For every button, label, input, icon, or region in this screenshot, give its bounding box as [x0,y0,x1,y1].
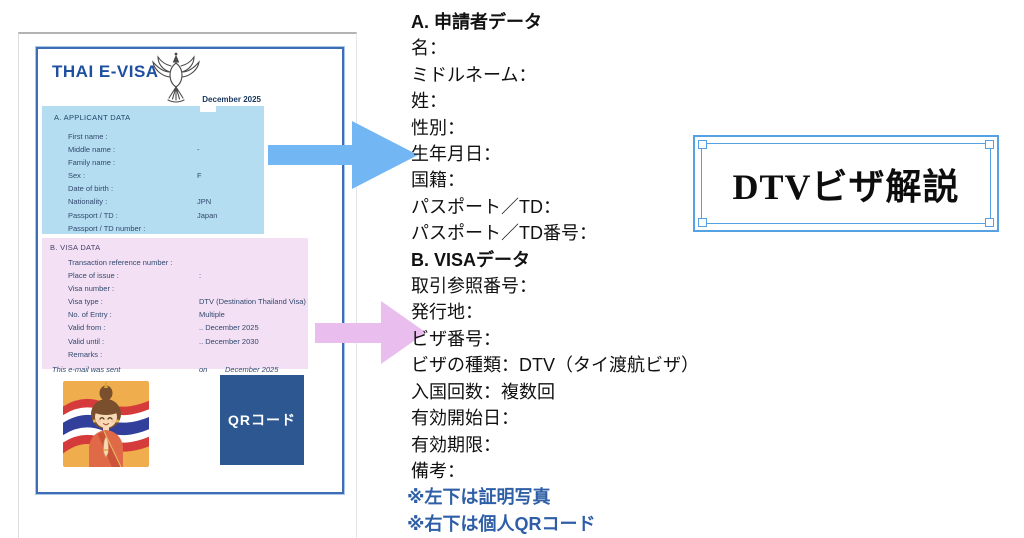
arrow-applicant-icon [268,121,418,189]
translation-line: 備考： [411,460,465,481]
visa-data-section: B. VISA DATA Transaction reference numbe… [42,238,308,374]
field-label: Sex : [68,171,86,181]
field-row: First name : [42,130,264,143]
field-row: Visa type : DTV (Destination Thailand Vis… [42,295,308,308]
translation-line: 取引参照番号： [411,276,537,297]
arrow-visa-icon [315,301,426,364]
note-photo-line: ※左下は証明写真 [407,487,551,508]
field-row: Transaction reference number : [42,256,308,269]
translation-line: 国籍： [411,170,465,191]
field-label: First name : [68,132,108,141]
field-value: .. December 2025 [199,323,259,333]
translation-line: 入国回数：複数回 [411,381,555,402]
field-row: Nationality : JPN [42,195,264,208]
field-value: Japan [197,210,218,220]
field-row: Passport / TD : Japan [42,209,264,222]
field-value: : [199,271,202,281]
translation-line: 性別： [411,117,465,138]
field-row: Passport / TD number : [42,222,264,235]
field-row: Place of issue :: [42,269,308,282]
field-value: F [197,171,202,181]
note-qr-line: ※右下は個人QRコード [407,513,596,534]
translation-line: ミドルネーム： [411,64,537,85]
field-label: Place of issue : [68,271,119,281]
decorative-frame: DTVビザ解説 [698,140,994,227]
field-label: Nationality : [68,197,108,207]
field-label: Valid until : [68,336,105,346]
field-label: Valid from : [68,323,106,333]
translation-line: パスポート／TD： [411,196,561,217]
translation-line: ビザ番号： [411,328,501,349]
article-title: DTVビザ解説 [732,166,960,207]
field-label: Date of birth : [68,184,114,194]
translation-line: 生年月日： [411,144,501,165]
field-row: Sex : F [42,169,264,182]
field-value: JPN [197,197,212,207]
translation-line: 有効期限： [411,434,501,455]
translation-line: 名： [411,38,447,59]
field-value: .. December 2030 [199,336,259,346]
translation-line: B. VISAデータ [411,249,531,270]
field-row: No. of Entry : Multiple [42,308,308,321]
field-row: Valid from : .. December 2025 [42,321,308,334]
thai-woman-flag-illustration [63,381,149,467]
translation-line: A. 申請者データ [411,12,543,32]
email-sent-on: on [199,364,208,374]
translation-line: 有効開始日： [411,408,519,429]
field-value: Multiple [199,310,225,320]
thai-evisa-document: THAI E-VISA December 2025 A. APPLICANT D… [35,46,345,495]
email-sent-label: This e-mail was sent [52,364,121,374]
field-label: Passport / TD number : [68,223,146,233]
field-row: Middle name : - [42,143,264,156]
field-label: No. of Entry : [68,310,112,320]
japanese-translation-list: A. 申請者データ 名： ミドルネーム： 姓： 性別： 生年月日： 国籍： パス… [407,9,751,537]
article-title-box: DTVビザ解説 [693,135,999,232]
corner-ornament [698,140,707,149]
field-label: Remarks : [68,349,103,359]
field-label: Visa type : [68,297,103,307]
translation-line: ビザの種類：DTV（タイ渡航ビザ） [411,355,699,376]
date-redaction-patch [200,102,216,112]
email-sent-date: December 2025 [225,364,279,374]
applicant-data-section: A. APPLICANT DATA First name : Middle na… [42,106,264,234]
garuda-emblem-icon [152,52,200,103]
doc-title: THAI E-VISA [52,62,159,81]
corner-ornament [698,218,707,227]
translation-line: 発行地： [411,302,483,323]
qr-code-placeholder: QRコード [220,375,304,465]
field-row: Visa number : [42,282,308,295]
corner-ornament [985,140,994,149]
translation-line: パスポート／TD番号： [411,223,597,244]
doc-issue-date: December 2025 [202,95,261,104]
field-label: Family name : [68,158,116,168]
email-sent-line: This e-mail was sent on December 2025 [42,363,308,376]
corner-ornament [985,218,994,227]
field-row: Remarks : [42,348,308,361]
applicant-heading: A. APPLICANT DATA [54,113,131,122]
field-label: Transaction reference number : [68,258,173,267]
visa-email-page [18,32,357,538]
field-value: DTV (Destination Thailand Visa) [199,297,306,307]
field-row: Date of birth : [42,182,264,195]
field-label: Passport / TD : [68,210,118,220]
field-label: Middle name : [68,145,116,155]
translation-line: 姓： [411,91,447,112]
field-row: Family name : [42,156,264,169]
visa-heading: B. VISA DATA [50,243,101,252]
field-value: - [197,145,200,155]
field-label: Visa number : [68,284,115,294]
field-row: Valid until : .. December 2030 [42,335,308,348]
